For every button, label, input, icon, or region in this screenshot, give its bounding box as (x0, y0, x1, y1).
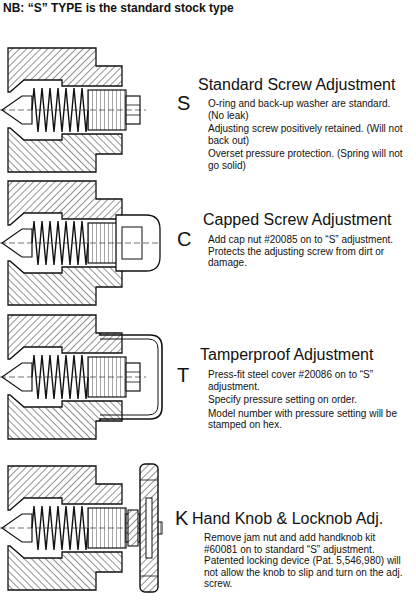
tamperproof-valve (0, 315, 162, 439)
type-description: Remove jam nut and add handknob kit #600… (204, 532, 410, 590)
type-description: Specify pressure setting on order. (208, 394, 408, 406)
capped-valve (0, 181, 160, 305)
type-heading: Standard Screw Adjustment (198, 76, 395, 94)
type-heading: Capped Screw Adjustment (203, 211, 392, 229)
type-letter: S (177, 92, 190, 115)
page-title: NB: “S” TYPE is the standard stock type (3, 2, 234, 16)
type-description: Press-fit steel cover #20086 on to “S” a… (208, 369, 408, 392)
handknob-valve (0, 464, 162, 592)
standard-valve (0, 48, 146, 172)
type-description: Adjusting screw positively retained. (Wi… (208, 123, 408, 146)
type-heading: Tamperproof Adjustment (200, 346, 373, 364)
type-description: Add cap nut #20085 on to “S” adjustment.… (208, 234, 408, 269)
type-description: O-ring and back-up washer are standard. … (208, 98, 408, 121)
type-heading: Hand Knob & Locknob Adj. (192, 510, 383, 528)
type-description: Model number with pressure setting will … (208, 408, 408, 431)
type-letter: K (175, 507, 188, 530)
type-description: Overset pressure protection. (Spring wil… (208, 148, 408, 171)
type-letter: C (177, 228, 191, 251)
type-letter: T (177, 364, 189, 387)
